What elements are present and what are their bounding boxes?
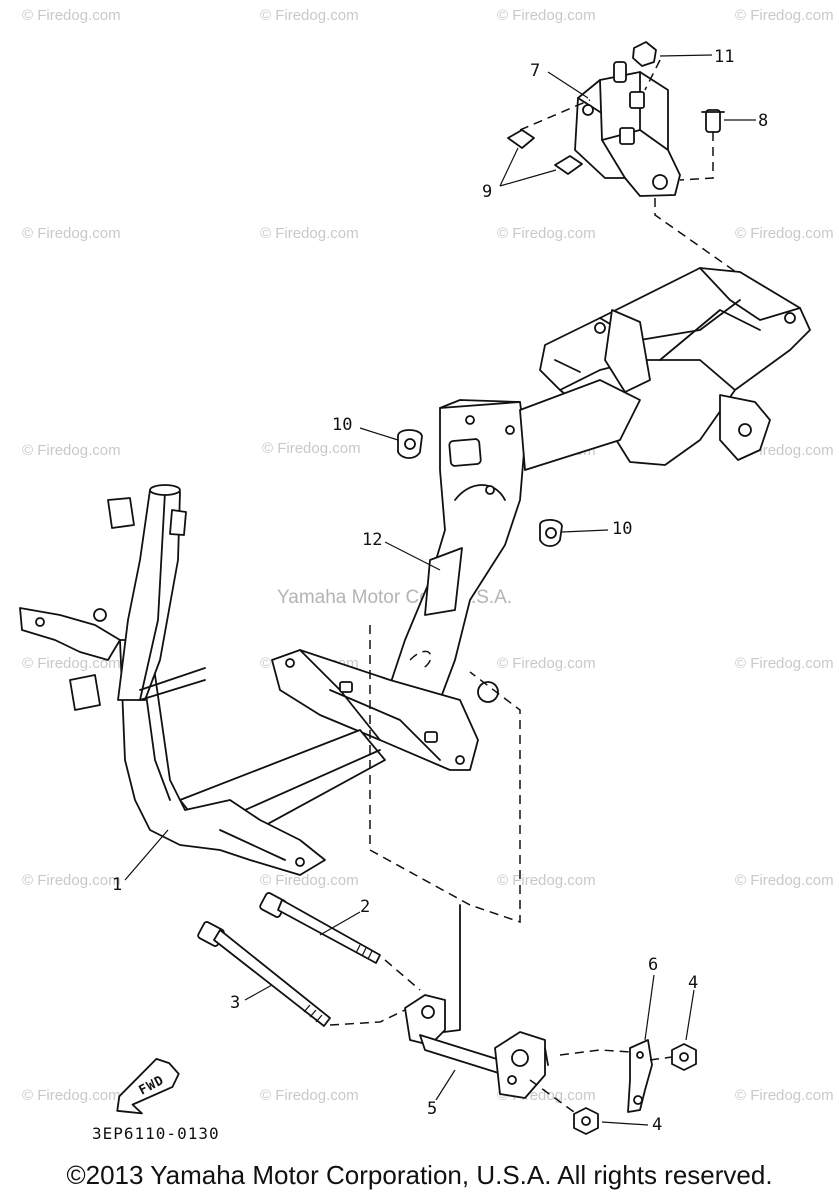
callout-4: 4 (688, 973, 698, 993)
watermark: © Firedog.com (497, 872, 596, 889)
watermark: © Firedog.com (22, 225, 121, 242)
pad-part-9 (554, 155, 583, 175)
mount-envelope-dashed (369, 625, 521, 924)
mount-hole-dashed (409, 650, 432, 671)
watermark: © Firedog.com (22, 7, 121, 24)
callout-8: 8 (758, 111, 768, 131)
watermark: © Firedog.com (260, 1087, 359, 1104)
callout-7: 7 (530, 61, 540, 81)
engine-bracket-part-7 (507, 41, 791, 311)
bolt-part-3 (197, 921, 331, 1027)
watermark: © Firedog.com (735, 7, 834, 24)
watermark: © Firedog.com (735, 655, 834, 672)
callout-4: 4 (652, 1115, 662, 1135)
watermark: © Firedog.com (735, 872, 834, 889)
callout-12: 12 (362, 530, 382, 550)
watermark: © Firedog.com (22, 655, 121, 672)
callout-3: 3 (230, 993, 240, 1013)
callout-10: 10 (612, 519, 632, 539)
watermark: © Firedog.com (260, 7, 359, 24)
watermark: © Firedog.com (497, 225, 596, 242)
callout-2: 2 (360, 897, 370, 917)
copyright-footer: ©2013 Yamaha Motor Corporation, U.S.A. A… (66, 1160, 773, 1190)
pad-part-9 (507, 129, 535, 149)
watermark: © Firedog.com (260, 872, 359, 889)
frame-front-structure (19, 484, 499, 876)
engine-mount-part-5 (404, 904, 549, 1099)
watermark: © Firedog.com (497, 655, 596, 672)
callout-labels: 1 2 3 4 4 5 6 7 8 9 10 10 11 12 (112, 47, 768, 1135)
callout-6: 6 (648, 955, 658, 975)
watermark: © Firedog.com (260, 225, 359, 242)
watermark: © Firedog.com (735, 225, 834, 242)
watermark: © Firedog.com (22, 1087, 121, 1104)
callout-11: 11 (714, 47, 734, 67)
bolt-part-2 (259, 892, 381, 964)
watermark: © Firedog.com (497, 7, 596, 24)
label-part-12 (424, 547, 463, 616)
watermark: © Firedog.com (735, 1087, 834, 1104)
clamp-part-10 (397, 429, 563, 547)
callout-5: 5 (427, 1099, 437, 1119)
callout-9: 9 (482, 182, 492, 202)
nut-part-11 (632, 41, 657, 67)
watermark: © Firedog.com (22, 872, 121, 889)
bracket-part-6 (559, 1039, 653, 1113)
diagram-code: 3EP6110-0130 (92, 1124, 220, 1143)
callout-10: 10 (332, 415, 352, 435)
watermark: © Firedog.com (22, 442, 121, 459)
frame-center-spine (384, 379, 641, 701)
leader-lines (124, 54, 756, 1126)
bolt-part-8 (705, 109, 721, 133)
nut-part-4 (529, 1043, 697, 1135)
callout-1: 1 (112, 875, 122, 895)
fwd-arrow: FWD (116, 1057, 180, 1115)
watermark: © Firedog.com (262, 440, 361, 457)
